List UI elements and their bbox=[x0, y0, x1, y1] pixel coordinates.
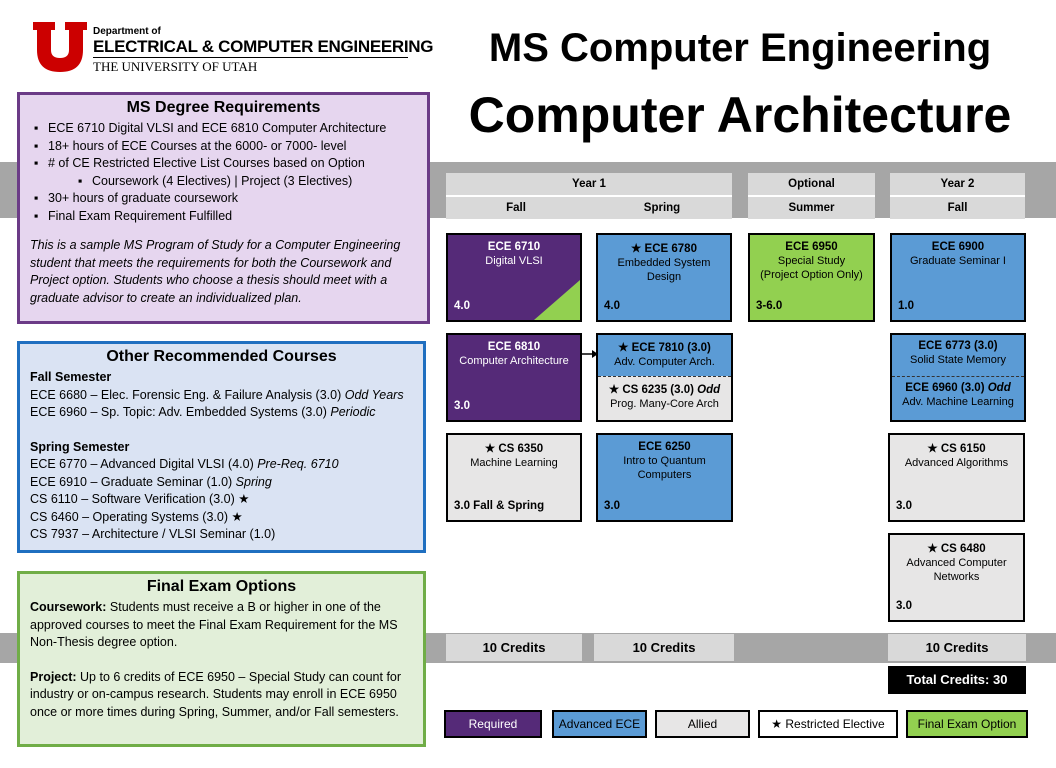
fall-label: Fall bbox=[506, 202, 526, 214]
project-option: Project: Up to 6 credits of ECE 6950 – S… bbox=[30, 669, 402, 719]
recommended-courses-panel: Other Recommended Courses Fall Semester … bbox=[17, 341, 426, 553]
spring-credits: 10 Credits bbox=[594, 634, 734, 661]
university-name: THE UNIVERSITY OF UTAH bbox=[93, 59, 258, 74]
panel-title: Final Exam Options bbox=[146, 578, 297, 595]
course-ece6900[interactable]: ECE 6900 Graduate Seminar I 1.0 bbox=[890, 233, 1026, 322]
summer-label: Summer bbox=[788, 202, 835, 214]
list-item: ECE 6710 Digital VLSI and ECE 6810 Compu… bbox=[34, 120, 417, 138]
panel-title: MS Degree Requirements bbox=[126, 99, 321, 116]
year1-label: Year 1 bbox=[572, 178, 606, 190]
list-item: 18+ hours of ECE Courses at the 6000- or… bbox=[34, 138, 417, 156]
program-note: This is a sample MS Program of Study for… bbox=[30, 238, 401, 305]
list-item: Final Exam Requirement Fulfilled bbox=[34, 208, 417, 226]
list-item: ECE 6960 – Sp. Topic: Adv. Embedded Syst… bbox=[30, 405, 376, 419]
final-exam-panel: Final Exam Options Coursework: Students … bbox=[17, 571, 426, 747]
course-cs6350[interactable]: ★ CS 6350 Machine Learning 3.0 Fall & Sp… bbox=[446, 433, 582, 522]
list-item: CS 6110 – Software Verification (3.0) ★ bbox=[30, 492, 250, 506]
course-ece6710[interactable]: ECE 6710 Digital VLSI 4.0 bbox=[446, 233, 582, 322]
legend-restricted-elective: ★ Restricted Elective bbox=[758, 710, 898, 738]
legend-advanced-ece: Advanced ECE bbox=[552, 710, 647, 738]
course-ece6250[interactable]: ECE 6250 Intro to Quantum Computers 3.0 bbox=[596, 433, 733, 522]
course-cs6150[interactable]: ★ CS 6150 Advanced Algorithms 3.0 bbox=[888, 433, 1025, 522]
list-item: Coursework (4 Electives) | Project (3 El… bbox=[48, 173, 417, 191]
list-item: ECE 6770 – Advanced Digital VLSI (4.0) P… bbox=[30, 457, 339, 471]
university-u-logo bbox=[33, 22, 87, 72]
total-credits: Total Credits: 30 bbox=[888, 666, 1026, 694]
dept-prefix: Department of bbox=[93, 26, 161, 37]
page-title: MS Computer Engineering bbox=[488, 26, 992, 70]
legend-required: Required bbox=[444, 710, 542, 738]
course-ece6773-ece6960[interactable]: ECE 6773 (3.0) Solid State Memory ECE 69… bbox=[890, 333, 1026, 422]
summer-header: Optional Summer bbox=[748, 173, 875, 219]
list-item: # of CE Restricted Elective List Courses… bbox=[34, 155, 417, 173]
spring-label: Spring bbox=[643, 202, 681, 214]
page-subtitle: Computer Architecture bbox=[468, 87, 1012, 143]
coursework-option: Coursework: Students must receive a B or… bbox=[30, 600, 398, 649]
list-item: 30+ hours of graduate coursework bbox=[34, 190, 417, 208]
course-ece6780[interactable]: ★ ECE 6780 Embedded System Design 4.0 bbox=[596, 233, 732, 322]
year2-label: Year 2 bbox=[940, 178, 975, 190]
prerequisite-arrow-icon bbox=[582, 350, 598, 358]
course-ece6810[interactable]: ECE 6810 Computer Architecture 3.0 bbox=[446, 333, 582, 422]
course-ece7810-cs6235[interactable]: ★ ECE 7810 (3.0) Adv. Computer Arch. ★ C… bbox=[596, 333, 733, 422]
year2-header: Year 2 Fall bbox=[890, 173, 1025, 219]
legend-final-exam-option: Final Exam Option bbox=[906, 710, 1028, 738]
panel-title: Other Recommended Courses bbox=[106, 348, 337, 365]
list-item: ECE 6910 – Graduate Seminar (1.0) Spring bbox=[30, 474, 272, 489]
final-exam-corner-icon bbox=[534, 280, 580, 320]
legend-allied: Allied bbox=[655, 710, 750, 738]
fall2-label: Fall bbox=[947, 202, 968, 214]
dept-name: ELECTRICAL & COMPUTER ENGINEERING bbox=[93, 37, 434, 56]
list-item: CS 7937 – Architecture / VLSI Seminar (1… bbox=[30, 527, 276, 541]
optional-label: Optional bbox=[788, 178, 835, 190]
fall-credits: 10 Credits bbox=[446, 634, 582, 661]
dept-divider bbox=[93, 57, 408, 58]
course-cs6480[interactable]: ★ CS 6480 Advanced Computer Networks 3.0 bbox=[888, 533, 1025, 622]
spring-heading: Spring Semester bbox=[30, 439, 130, 454]
fall2-credits: 10 Credits bbox=[888, 634, 1026, 661]
requirements-list: ECE 6710 Digital VLSI and ECE 6810 Compu… bbox=[30, 120, 417, 225]
year1-header: Year 1 Fall Spring bbox=[446, 173, 732, 219]
list-item: ECE 6680 – Elec. Forensic Eng. & Failure… bbox=[30, 387, 404, 402]
list-item: CS 6460 – Operating Systems (3.0) ★ bbox=[30, 509, 243, 524]
course-ece6950[interactable]: ECE 6950 Special Study (Project Option O… bbox=[748, 233, 875, 322]
degree-requirements-panel: MS Degree Requirements ECE 6710 Digital … bbox=[17, 92, 430, 324]
fall-heading: Fall Semester bbox=[30, 370, 112, 384]
